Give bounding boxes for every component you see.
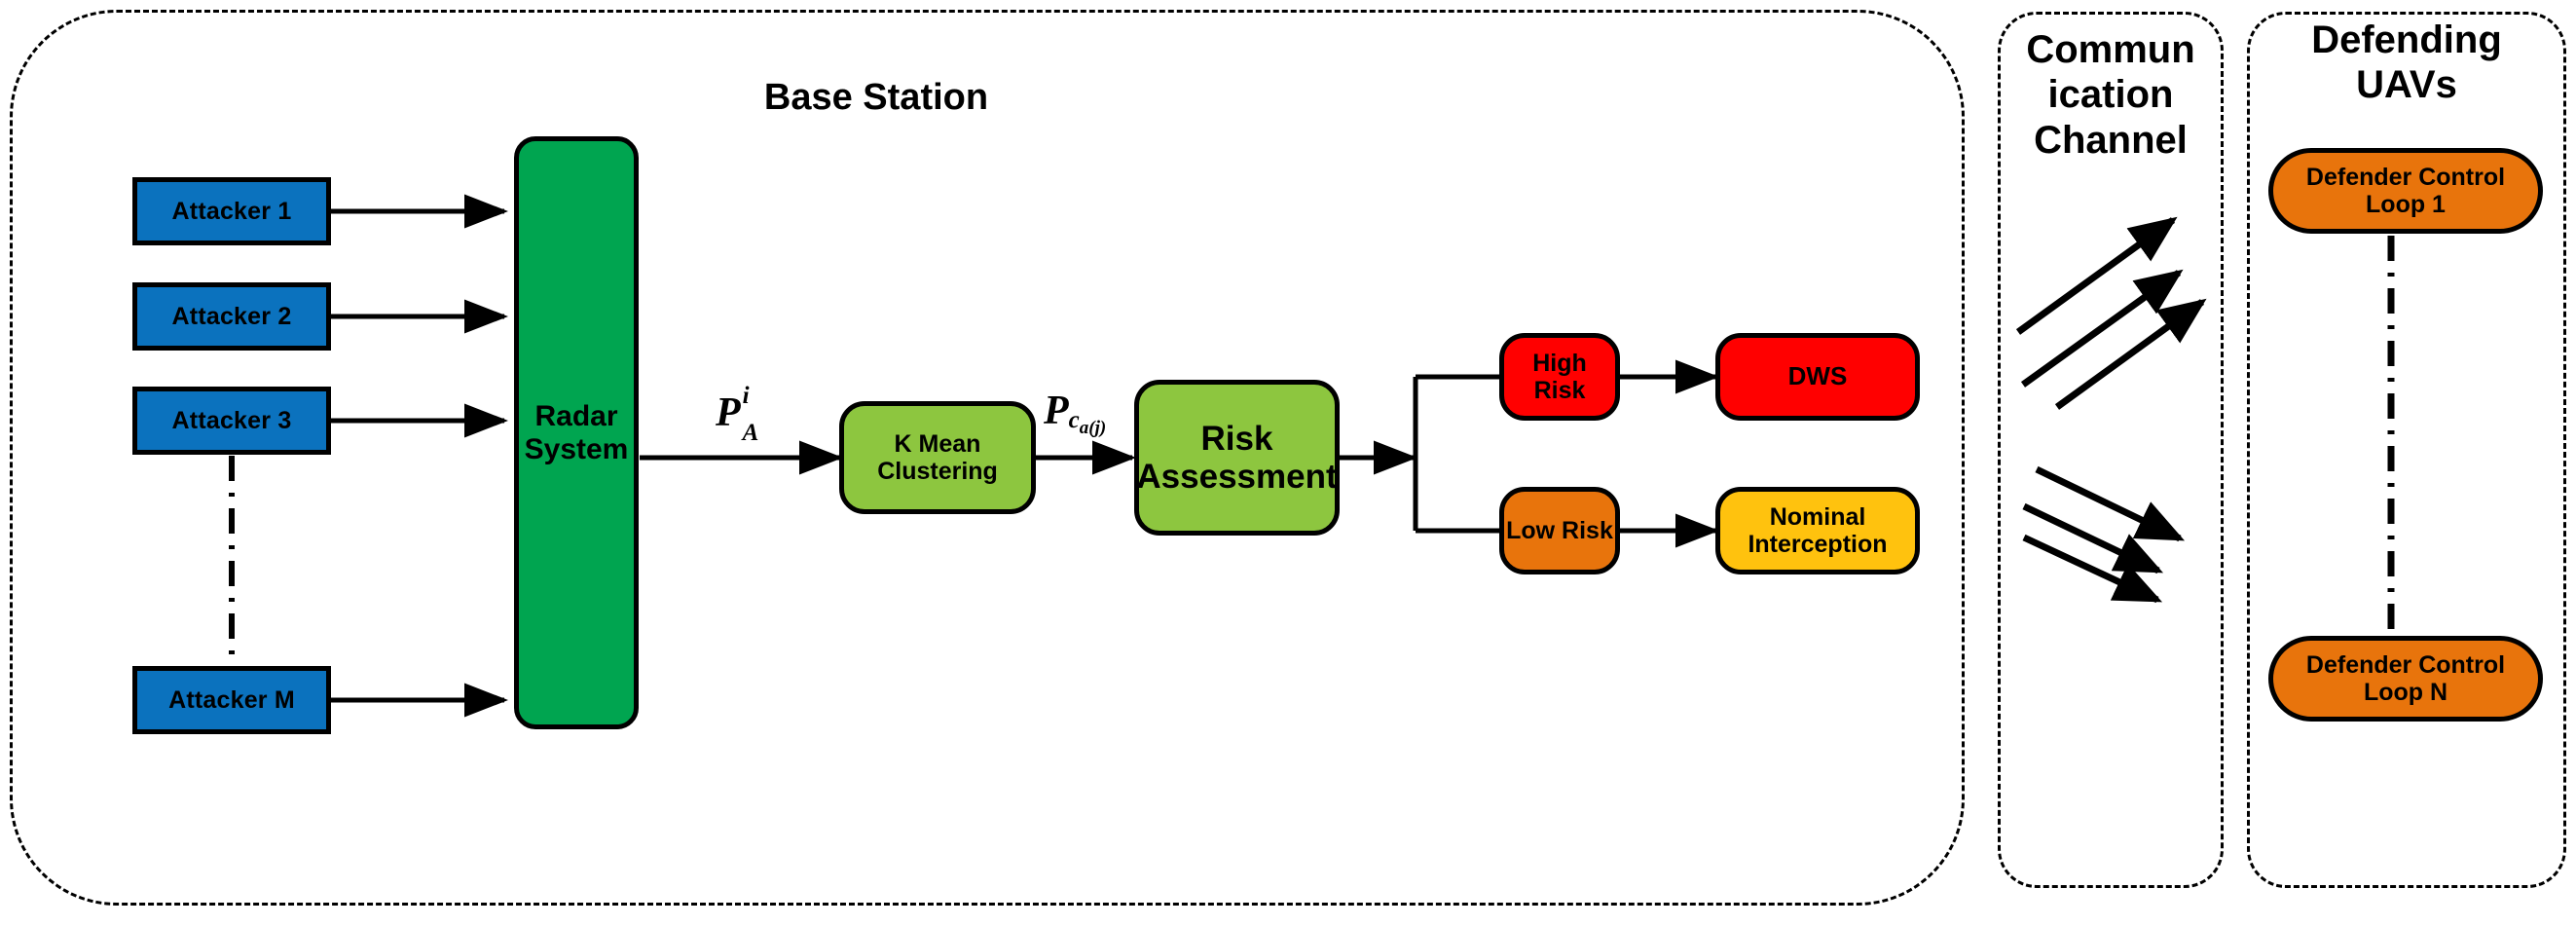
comm-title-line-1: Commun	[2026, 28, 2195, 71]
node-dws[interactable]: DWS	[1715, 333, 1920, 421]
signal-p-symbol: P	[716, 390, 741, 435]
radar-label-line-1: Radar	[534, 399, 618, 432]
defending-uavs-title: Defending UAVs	[2259, 18, 2555, 108]
nominal-label-line-2: Interception	[1748, 531, 1888, 558]
node-high-risk[interactable]: High Risk	[1499, 333, 1620, 421]
node-attacker-3[interactable]: Attacker 3	[132, 387, 331, 455]
nominal-label-line-1: Nominal	[1769, 503, 1866, 531]
signal-subscript-aj: a(j)	[1079, 418, 1107, 439]
uav-title-line-2: UAVs	[2356, 63, 2457, 107]
comm-title-line-3: Channel	[2034, 118, 2188, 162]
node-attacker-m[interactable]: Attacker M	[132, 666, 331, 734]
risk-label-line-2: Assessment	[1136, 458, 1338, 496]
communication-channel-title: Commun ication Channel	[2004, 27, 2218, 163]
signal-subscript-c: ca(j)	[1068, 407, 1107, 439]
comm-title-line-2: ication	[2047, 73, 2174, 117]
node-low-risk[interactable]: Low Risk	[1499, 487, 1620, 574]
node-defender-control-loop-1[interactable]: Defender Control Loop 1	[2268, 148, 2543, 234]
signal-p-symbol-2: P	[1044, 389, 1069, 433]
node-attacker-2[interactable]: Attacker 2	[132, 282, 331, 351]
node-k-mean-clustering[interactable]: K Mean Clustering	[839, 401, 1036, 514]
node-nominal-interception[interactable]: Nominal Interception	[1715, 487, 1920, 574]
node-radar-system[interactable]: Radar System	[514, 136, 639, 729]
base-station-title: Base Station	[763, 77, 989, 118]
comm-arrow-down-1	[2035, 465, 2186, 542]
node-risk-assessment[interactable]: Risk Assessment	[1134, 380, 1340, 536]
group-communication-channel	[1998, 12, 2224, 888]
node-defender-control-loop-n[interactable]: Defender Control Loop N	[2268, 636, 2543, 722]
group-defending-uavs	[2247, 12, 2566, 888]
node-attacker-1[interactable]: Attacker 1	[132, 177, 331, 245]
comm-arrow-down-3	[2022, 534, 2163, 604]
radar-label-line-2: System	[524, 432, 629, 465]
uav-title-line-1: Defending	[2311, 19, 2502, 61]
comm-arrow-up-1	[2015, 216, 2178, 335]
comm-arrow-up-2	[2020, 269, 2184, 388]
group-base-station	[10, 10, 1965, 906]
comm-arrow-up-3	[2054, 298, 2207, 410]
signal-label-cluster-output: Pca(j)	[1044, 388, 1107, 439]
comm-arrow-down-2	[2022, 502, 2164, 574]
risk-label-line-1: Risk	[1200, 419, 1273, 458]
